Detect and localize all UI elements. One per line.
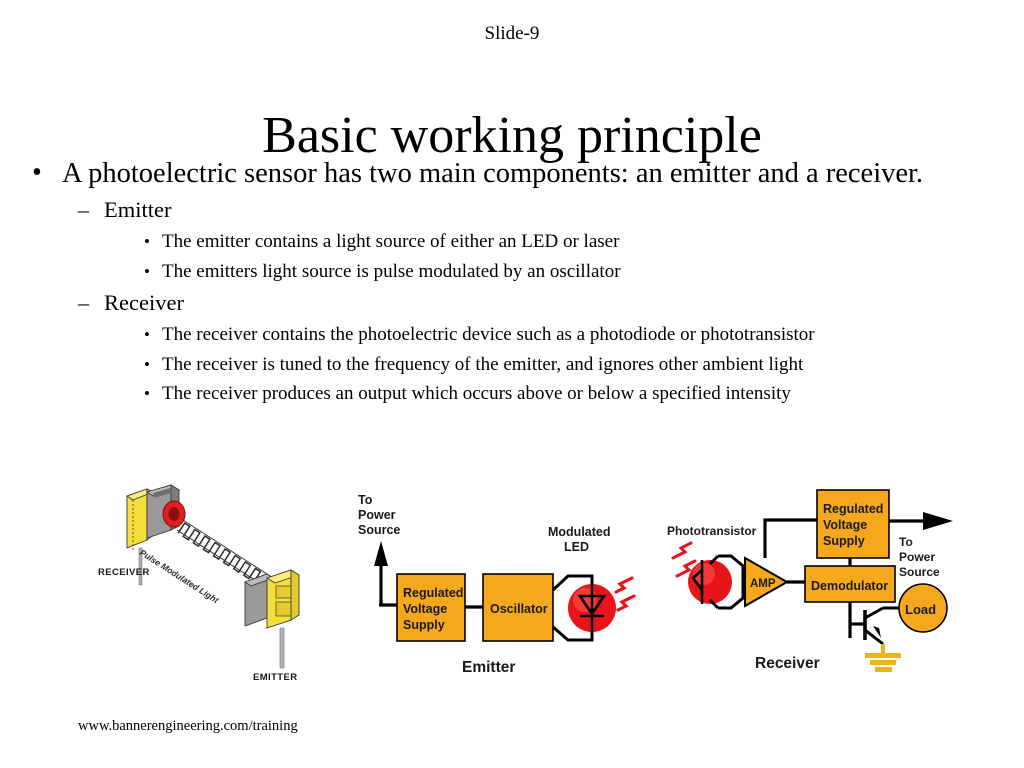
emitter-sensor-graphic: EMITTER xyxy=(244,569,301,683)
list-item: • A photoelectric sensor has two main co… xyxy=(22,156,1008,191)
bullet-glyph-level2: – xyxy=(78,290,89,316)
svg-text:Demodulator: Demodulator xyxy=(811,579,888,593)
emitter-diagram: To Power Source Regulated Voltage Supply xyxy=(358,493,636,676)
svg-text:To: To xyxy=(358,493,373,507)
bullet-glyph-level3: • xyxy=(144,354,150,374)
figure-emitter-block-diagram: To Power Source Regulated Voltage Supply xyxy=(352,488,652,678)
phototransistor-label: Phototransistor xyxy=(667,524,757,538)
load-block: Load xyxy=(898,583,948,633)
oscillator-block: Oscillator xyxy=(482,573,554,642)
slide-body-content: • A photoelectric sensor has two main co… xyxy=(22,156,1008,407)
bullet-text: Emitter xyxy=(104,197,172,223)
phototransistor-icon xyxy=(688,554,745,610)
figure-receiver-block-diagram: Phototransistor AMP xyxy=(665,478,965,678)
list-item: • The emitters light source is pulse mod… xyxy=(22,260,1008,285)
svg-text:To: To xyxy=(899,535,913,549)
emitter-label: EMITTER xyxy=(253,672,298,683)
bullet-glyph-level3: • xyxy=(144,325,150,345)
regulated-voltage-supply-block: Regulated Voltage Supply xyxy=(396,573,466,642)
list-item: • The receiver contains the photoelectri… xyxy=(22,323,1008,348)
modulated-led-label: Modulated LED xyxy=(548,525,611,554)
bullet-glyph-level3: • xyxy=(144,384,150,404)
svg-text:Power: Power xyxy=(899,550,935,564)
power-arrow xyxy=(889,512,953,530)
list-item: • The emitter contains a light source of… xyxy=(22,230,1008,255)
bullet-glyph-level1: • xyxy=(32,157,42,188)
bullet-glyph-level3: • xyxy=(144,231,150,251)
figure-sensor-pair: RECEIVER Pulse Modulated Light xyxy=(95,478,345,683)
bullet-glyph-level3: • xyxy=(144,261,150,281)
bullet-glyph-level2: – xyxy=(78,197,89,223)
svg-text:LED: LED xyxy=(564,540,589,554)
svg-text:Voltage: Voltage xyxy=(403,602,447,616)
led-leads xyxy=(551,574,594,642)
svg-text:Power: Power xyxy=(358,508,396,522)
svg-text:Regulated: Regulated xyxy=(823,502,883,516)
regulated-voltage-supply-block: Regulated Voltage Supply xyxy=(816,489,890,559)
receiver-sensor-graphic: RECEIVER xyxy=(98,484,186,586)
svg-text:Load: Load xyxy=(905,602,936,617)
page-title: Basic working principle xyxy=(262,106,762,164)
led-icon xyxy=(568,584,616,632)
bullet-text: The receiver produces an output which oc… xyxy=(162,383,791,405)
svg-text:Modulated: Modulated xyxy=(548,525,611,539)
svg-text:Source: Source xyxy=(899,565,940,579)
list-item: • The receiver produces an output which … xyxy=(22,382,1008,407)
svg-text:Source: Source xyxy=(358,523,400,537)
svg-text:AMP: AMP xyxy=(750,578,776,590)
receiver-power-source-label: To Power Source xyxy=(899,535,940,579)
receiver-diagram: Phototransistor AMP xyxy=(667,489,953,672)
receiver-caption: Receiver xyxy=(755,655,820,672)
sensor-pair-illustration: RECEIVER Pulse Modulated Light xyxy=(98,484,301,683)
svg-text:Supply: Supply xyxy=(823,534,865,548)
list-item: – Receiver xyxy=(22,289,1008,318)
demodulator-block: Demodulator xyxy=(804,565,896,603)
incoming-light-ray-icon xyxy=(671,541,697,578)
list-item: • The receiver is tuned to the frequency… xyxy=(22,353,1008,378)
list-item: – Emitter xyxy=(22,196,1008,225)
ground-icon xyxy=(865,644,901,672)
svg-text:Regulated: Regulated xyxy=(403,586,463,600)
bullet-text: The emitters light source is pulse modul… xyxy=(162,260,621,282)
receiver-wiring xyxy=(763,518,852,638)
power-arrow xyxy=(374,541,398,607)
bullet-text: The receiver contains the photoelectric … xyxy=(162,324,815,346)
light-ray-icon xyxy=(614,576,636,612)
receiver-label: RECEIVER xyxy=(98,567,150,578)
slide-number-label: Slide-9 xyxy=(484,23,540,44)
svg-text:Voltage: Voltage xyxy=(823,518,867,532)
bullet-text: Receiver xyxy=(104,290,184,316)
beam-label: Pulse Modulated Light xyxy=(138,547,221,606)
emitter-power-source-label: To Power Source xyxy=(358,493,400,537)
footer-url: www.bannerengineering.com/training xyxy=(78,718,298,734)
svg-text:Supply: Supply xyxy=(403,618,445,632)
bullet-text: A photoelectric sensor has two main comp… xyxy=(62,158,924,189)
emitter-caption: Emitter xyxy=(462,659,515,676)
bullet-text: The emitter contains a light source of e… xyxy=(162,230,620,252)
amplifier-block: AMP xyxy=(744,556,790,608)
output-transistor-icon xyxy=(850,606,901,646)
bullet-text: The receiver is tuned to the frequency o… xyxy=(162,353,804,375)
svg-text:Oscillator: Oscillator xyxy=(490,602,548,616)
figure-row: RECEIVER Pulse Modulated Light xyxy=(0,470,1024,690)
